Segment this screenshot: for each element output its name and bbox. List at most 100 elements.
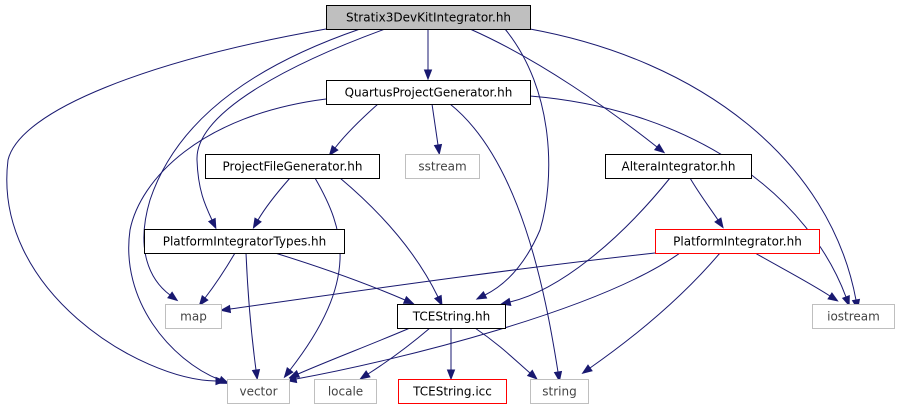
- node-label: string: [542, 385, 576, 399]
- edge-line: [431, 103, 439, 146]
- edge-quartus-to-sstream: [431, 103, 443, 156]
- arrowhead: [252, 217, 262, 229]
- edge-pintegrator-to-string: [581, 252, 721, 374]
- edge-projectfile-to-pitypes: [252, 177, 291, 229]
- node-box: [530, 379, 589, 404]
- arrowhead: [433, 294, 443, 307]
- node-quartus[interactable]: QuartusProjectGenerator.hh: [326, 80, 531, 105]
- arrowhead: [581, 364, 593, 374]
- node-label: sstream: [418, 160, 466, 174]
- node-box: [655, 229, 820, 254]
- node-label: map: [180, 310, 207, 324]
- node-box: [397, 304, 506, 329]
- arrowhead: [217, 375, 230, 384]
- node-projectfile[interactable]: ProjectFileGenerator.hh: [205, 154, 380, 179]
- edge-line: [367, 327, 431, 375]
- edge-pintegrator-to-iostream: [754, 252, 839, 302]
- edge-line: [257, 177, 291, 221]
- edge-line: [274, 252, 406, 301]
- node-label: TCEString.icc: [412, 385, 492, 399]
- edge-line: [295, 252, 681, 380]
- node-box: [405, 154, 480, 179]
- node-label: ProjectFileGenerator.hh: [223, 160, 363, 174]
- edge-altera-to-pintegrator: [689, 177, 724, 229]
- edge-line: [229, 252, 656, 310]
- edge-pitypes-to-tcestring: [274, 252, 415, 305]
- node-iostream: iostream: [812, 304, 895, 329]
- node-label: TCEString.hh: [412, 310, 490, 324]
- arrowhead: [526, 369, 538, 380]
- edge-line: [474, 327, 531, 374]
- node-box: [398, 379, 507, 404]
- edge-line: [297, 327, 411, 375]
- node-label: AlteraIntegrator.hh: [622, 160, 736, 174]
- node-label: PlatformIntegratorTypes.hh: [163, 235, 327, 249]
- edge-line: [289, 177, 341, 371]
- node-box: [165, 304, 222, 329]
- node-box: [314, 379, 377, 404]
- arrowhead: [167, 291, 179, 302]
- edge-quartus-to-iostream: [529, 95, 850, 307]
- node-stratix3[interactable]: Stratix3DevKitIntegrator.hh: [326, 5, 531, 30]
- edge-quartus-to-string: [449, 103, 563, 383]
- node-box: [326, 80, 531, 105]
- arrowhead: [841, 295, 850, 307]
- edge-line: [754, 252, 831, 297]
- node-pitypes[interactable]: PlatformIntegratorTypes.hh: [144, 229, 345, 254]
- edge-tcestring-to-locale: [359, 327, 431, 380]
- node-locale: locale: [314, 379, 377, 404]
- node-box: [227, 379, 290, 404]
- edge-line: [529, 28, 857, 301]
- arrowhead: [714, 217, 724, 229]
- edge-line: [339, 177, 439, 298]
- node-sstream: sstream: [405, 154, 480, 179]
- edge-line: [245, 252, 257, 371]
- edge-stratix3-to-map: [143, 28, 361, 302]
- node-label: PlatformIntegrator.hh: [673, 235, 802, 249]
- node-box: [605, 154, 752, 179]
- arrowhead: [328, 145, 339, 157]
- node-label: QuartusProjectGenerator.hh: [345, 86, 513, 100]
- edge-line: [196, 28, 386, 221]
- edge-line: [128, 98, 327, 381]
- node-map: map: [165, 304, 222, 329]
- edge-stratix3-to-quartus: [423, 29, 433, 81]
- arrowhead: [475, 290, 488, 300]
- arrowhead: [446, 369, 456, 381]
- node-vector: vector: [227, 379, 290, 404]
- edge-tcestring-to-string: [474, 327, 538, 380]
- edge-projectfile-to-tcestring: [339, 177, 443, 307]
- node-tcestring[interactable]: TCEString.hh: [397, 304, 506, 329]
- node-pintegrator[interactable]: PlatformIntegrator.hh: [655, 229, 820, 254]
- edge-pintegrator-to-map: [219, 252, 656, 314]
- edge-quartus-to-vector: [128, 98, 327, 384]
- edge-stratix3-to-pitypes: [196, 28, 386, 230]
- arrowhead: [251, 368, 261, 381]
- arrowhead: [827, 292, 839, 302]
- arrowhead: [288, 369, 301, 379]
- edge-line: [6, 28, 327, 382]
- node-altera[interactable]: AlteraIntegrator.hh: [605, 154, 752, 179]
- edge-stratix3-to-tcestring: [475, 28, 550, 300]
- edge-line: [589, 252, 721, 369]
- node-tceicc[interactable]: TCEString.icc: [398, 379, 507, 404]
- arrowhead: [423, 69, 433, 81]
- edge-line: [334, 103, 379, 149]
- node-label: locale: [328, 385, 363, 399]
- arrowhead: [402, 295, 415, 305]
- edge-pitypes-to-vector: [245, 252, 261, 381]
- edge-projectfile-to-vector: [283, 177, 341, 379]
- edge-stratix3-to-altera: [469, 28, 666, 154]
- arrowhead: [499, 297, 512, 306]
- arrowhead: [653, 143, 666, 154]
- node-box: [812, 304, 895, 329]
- nodes-layer: Stratix3DevKitIntegrator.hhQuartusProjec…: [144, 5, 895, 404]
- node-box: [205, 154, 380, 179]
- edge-line: [143, 28, 361, 296]
- arrowhead: [283, 367, 294, 379]
- edge-line: [509, 177, 671, 303]
- arrowhead: [553, 370, 563, 383]
- node-box: [326, 5, 531, 30]
- edge-line: [529, 95, 847, 298]
